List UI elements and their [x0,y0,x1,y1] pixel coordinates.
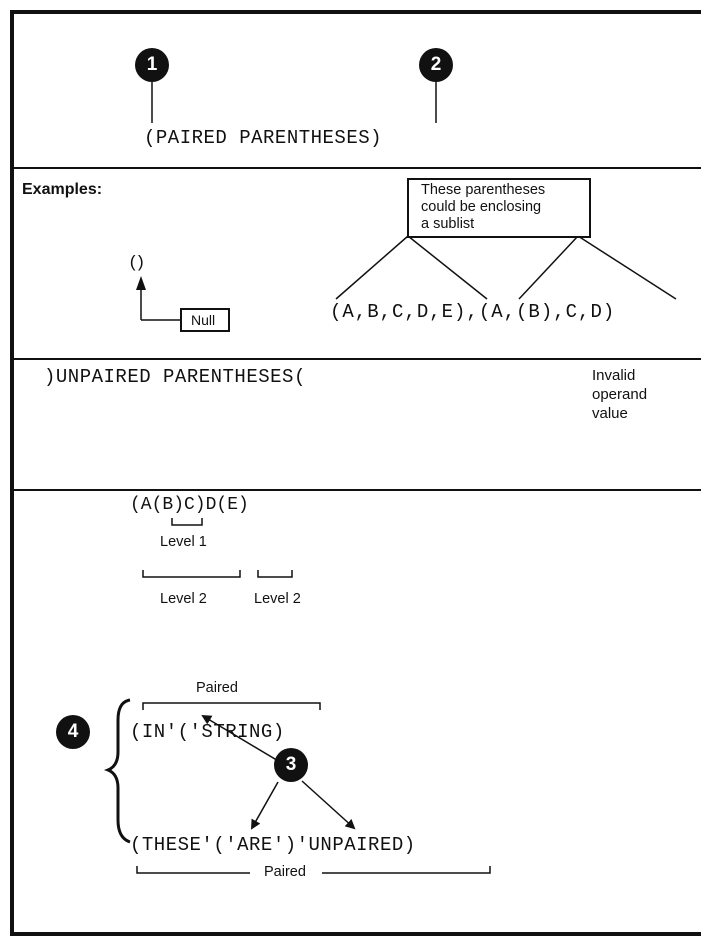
string-code: (IN'('STRING) [130,721,285,743]
level-2-label: Level 2 [254,591,301,607]
sublist-code: (A,B,C,D,E),(A,(B),C,D) [330,301,616,323]
level-1-label: Level 1 [160,534,207,550]
examples-heading: Examples: [22,181,103,198]
invalid-note-line: operand [592,386,648,403]
paired-bottom-label: Paired [264,864,306,880]
note-line: a sublist [421,216,475,232]
divider [14,167,701,169]
callout-2-badge: 2 [419,48,453,82]
null-label-box: Null [180,308,230,332]
paired-parentheses-code: (PAIRED PARENTHESES) [144,127,383,149]
note-line: These parentheses [421,182,546,198]
callout-3-badge: 3 [274,748,308,782]
invalid-note-line: Invalid [592,367,636,384]
null-label: Null [191,312,216,328]
callout-1-badge: 1 [135,48,169,82]
unpaired-apostrophes-code: (THESE'('ARE')'UNPAIRED) [130,834,416,856]
invalid-note-line: value [592,405,628,422]
page-frame [10,10,701,936]
divider [14,358,701,360]
sublist-note-box: These parentheses could be enclosing a s… [407,178,591,238]
paired-top-label: Paired [196,680,238,696]
callout-4-badge: 4 [56,715,90,749]
null-parentheses-code: () [128,254,145,273]
unpaired-parentheses-code: )UNPAIRED PARENTHESES( [44,366,306,388]
level-2-label: Level 2 [160,591,207,607]
nesting-levels-code: (A(B)C)D(E) [130,495,249,515]
divider [14,489,701,491]
note-line: could be enclosing [421,199,542,215]
